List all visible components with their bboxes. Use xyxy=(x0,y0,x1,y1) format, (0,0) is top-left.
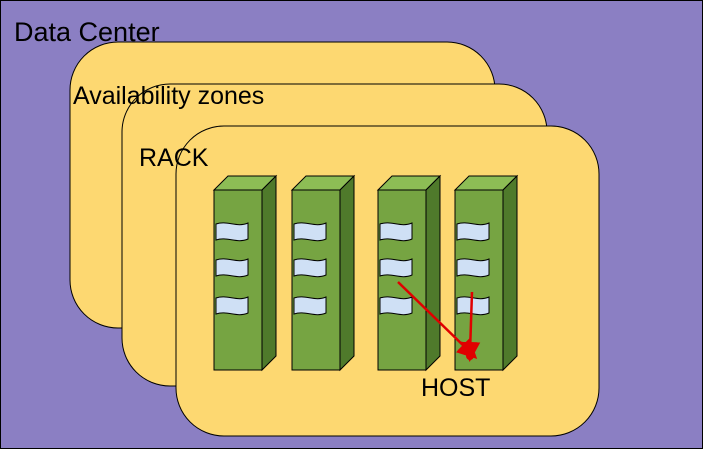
rack-front-face xyxy=(213,189,263,371)
server-unit xyxy=(293,258,327,278)
server-unit xyxy=(379,296,413,316)
arrows-group xyxy=(397,281,481,362)
server-unit xyxy=(215,296,249,316)
rack-front-face xyxy=(291,189,341,371)
data-center-label: Data Center xyxy=(14,17,160,47)
rack-2 xyxy=(290,174,356,372)
host-label: HOST xyxy=(421,374,490,402)
rack-side-face xyxy=(261,174,277,372)
rack-4 xyxy=(453,174,519,372)
server-unit xyxy=(456,296,490,316)
rack-side-face xyxy=(502,174,518,372)
server-unit xyxy=(215,258,249,278)
rack-side-face xyxy=(339,174,355,372)
server-unit xyxy=(456,222,490,242)
server-unit xyxy=(456,258,490,278)
arrow-rack4-to-host xyxy=(460,291,481,362)
rack-1 xyxy=(212,174,278,372)
server-unit xyxy=(379,258,413,278)
rack-3 xyxy=(376,174,442,372)
availability-zones-label: Availability zones xyxy=(73,82,264,110)
server-unit xyxy=(293,296,327,316)
arrow-rack3-to-host xyxy=(397,281,478,359)
rack-side-face xyxy=(425,174,441,372)
server-unit xyxy=(379,222,413,242)
rack-front-face xyxy=(377,189,427,371)
server-unit xyxy=(293,222,327,242)
server-unit xyxy=(215,222,249,242)
host-target-dot xyxy=(466,352,474,360)
rack-label: RACK xyxy=(139,144,209,172)
